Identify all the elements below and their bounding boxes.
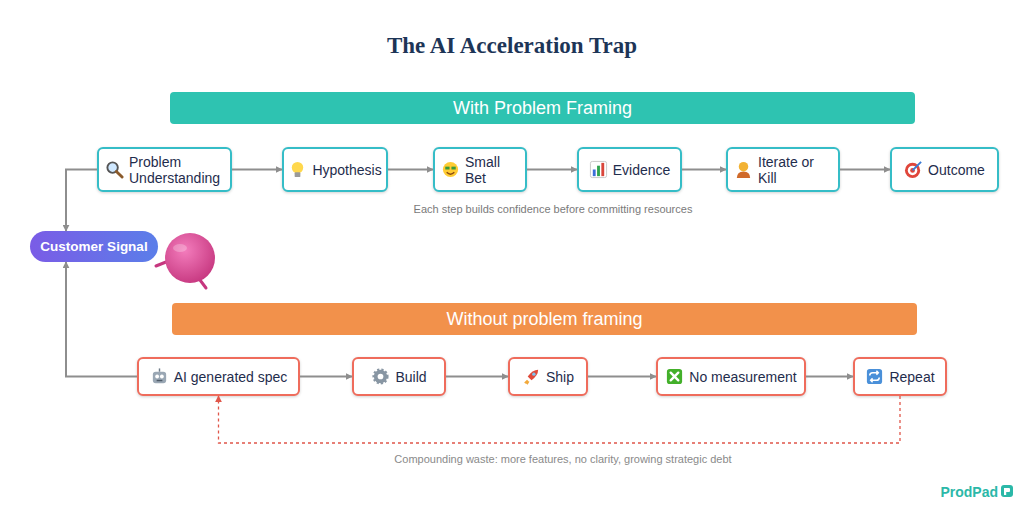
source-pill: Customer Signal xyxy=(30,231,158,262)
connector-label: Compounding waste: more features, no cla… xyxy=(263,453,863,465)
step-icon xyxy=(665,367,684,386)
flow-arrow xyxy=(806,376,853,378)
flow-arrow xyxy=(66,262,137,377)
node-text-group: Repeat xyxy=(889,369,934,385)
step-icon xyxy=(105,160,124,179)
feedback-loop-arrow xyxy=(219,396,901,443)
node-label: Build xyxy=(395,369,426,385)
node-text-group: Without problem framing xyxy=(446,309,642,330)
step-icon xyxy=(589,160,608,179)
node-label: AI generated spec xyxy=(174,369,288,385)
node-text-group: Customer Signal xyxy=(40,239,147,254)
flow-arrow xyxy=(66,170,97,232)
node-label: No measurement xyxy=(689,369,796,385)
process-box: Problem Understanding xyxy=(97,147,232,192)
section-band: With Problem Framing xyxy=(170,92,915,124)
node-label: Problem Understanding xyxy=(129,154,224,186)
flow-arrow xyxy=(388,169,433,171)
node-label: Evidence xyxy=(613,162,671,178)
step-icon xyxy=(288,160,307,179)
node-text-group: Evidence xyxy=(613,162,671,178)
flow-arrow xyxy=(232,169,282,171)
process-box: Build xyxy=(352,357,446,396)
node-label: Outcome xyxy=(928,162,985,178)
node-text-group: Build xyxy=(395,369,426,385)
step-icon xyxy=(904,160,923,179)
process-box: No measurement xyxy=(656,357,806,396)
step-icon xyxy=(441,160,460,179)
diagram-title: The AI Acceleration Trap xyxy=(0,33,1024,59)
step-icon xyxy=(865,367,884,386)
process-box: Small Bet xyxy=(433,147,527,192)
node-text-group: Problem Understanding xyxy=(129,154,224,186)
brand-logo xyxy=(1001,485,1013,497)
node-label: Small Bet xyxy=(465,154,519,186)
node-text-group: Small Bet xyxy=(465,154,519,186)
node-text-group: AI generated spec xyxy=(174,369,288,385)
node-text-group: Ship xyxy=(546,369,574,385)
step-icon xyxy=(734,160,753,179)
step-icon xyxy=(371,367,390,386)
process-box: Ship xyxy=(508,357,588,396)
process-box: Iterate or Kill xyxy=(726,147,840,192)
process-box: AI generated spec xyxy=(137,357,300,396)
process-box: Outcome xyxy=(890,147,999,192)
node-text-group: Hypothesis xyxy=(312,162,381,178)
flow-arrow xyxy=(588,376,656,378)
node-text-group: With Problem Framing xyxy=(453,98,632,119)
flow-arrow xyxy=(840,169,890,171)
brand-watermark: ProdPad xyxy=(930,484,998,500)
flow-arrow xyxy=(682,169,726,171)
node-text-group: No measurement xyxy=(689,369,796,385)
step-icon xyxy=(150,367,169,386)
step-icon xyxy=(522,367,541,386)
node-label: Ship xyxy=(546,369,574,385)
node-label: Without problem framing xyxy=(446,309,642,330)
flow-arrow xyxy=(446,376,508,378)
node-text-group: Iterate or Kill xyxy=(758,154,832,186)
note-text: Each step builds confidence before commi… xyxy=(300,203,806,215)
process-box: Repeat xyxy=(853,357,947,396)
node-label: With Problem Framing xyxy=(453,98,632,119)
process-box: Hypothesis xyxy=(282,147,388,192)
node-label: Repeat xyxy=(889,369,934,385)
process-box: Evidence xyxy=(577,147,682,192)
node-label: Customer Signal xyxy=(40,239,147,254)
node-label: Iterate or Kill xyxy=(758,154,832,186)
flow-arrow xyxy=(300,376,352,378)
node-label: Hypothesis xyxy=(312,162,381,178)
flow-arrow xyxy=(527,169,577,171)
section-band: Without problem framing xyxy=(172,303,917,335)
node-text-group: Outcome xyxy=(928,162,985,178)
mascot-ball xyxy=(156,233,215,288)
